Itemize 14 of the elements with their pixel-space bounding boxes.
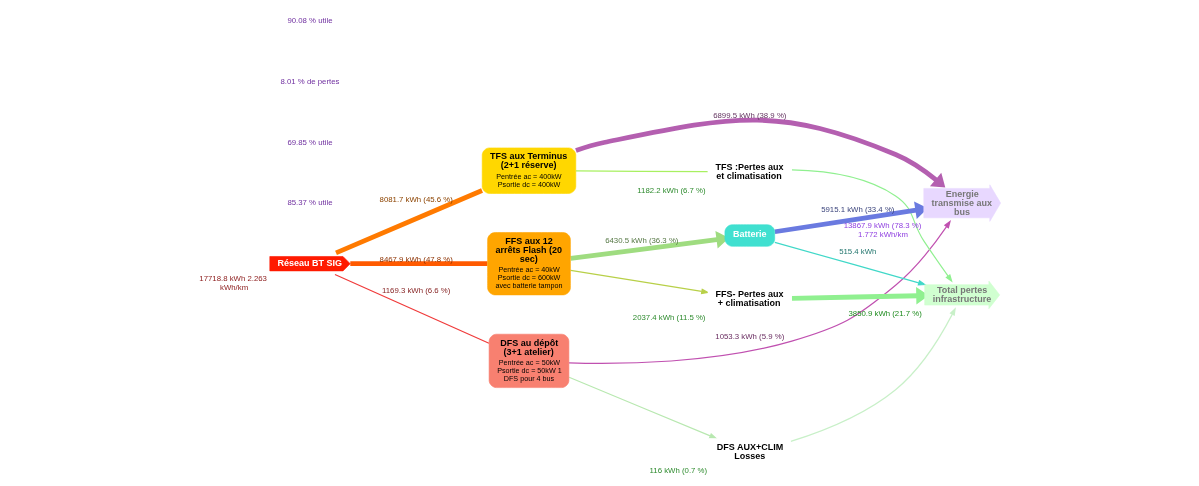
connector bbox=[334, 273, 490, 344]
arrow bbox=[791, 169, 953, 283]
connector bbox=[335, 188, 483, 256]
node-box: Batterie bbox=[724, 224, 775, 247]
node-text: FFS- Pertes aux + climatisation bbox=[715, 288, 784, 308]
arrow bbox=[568, 376, 718, 439]
connector bbox=[575, 170, 709, 173]
connector bbox=[350, 261, 488, 267]
arrow bbox=[790, 307, 956, 442]
node-text: TFS :Pertes aux et climatisation bbox=[715, 161, 784, 181]
node-text: DFS AUX+CLIM Losses bbox=[716, 441, 784, 461]
arrow bbox=[568, 220, 951, 365]
arrow bbox=[774, 241, 927, 286]
arrow bbox=[570, 269, 710, 295]
